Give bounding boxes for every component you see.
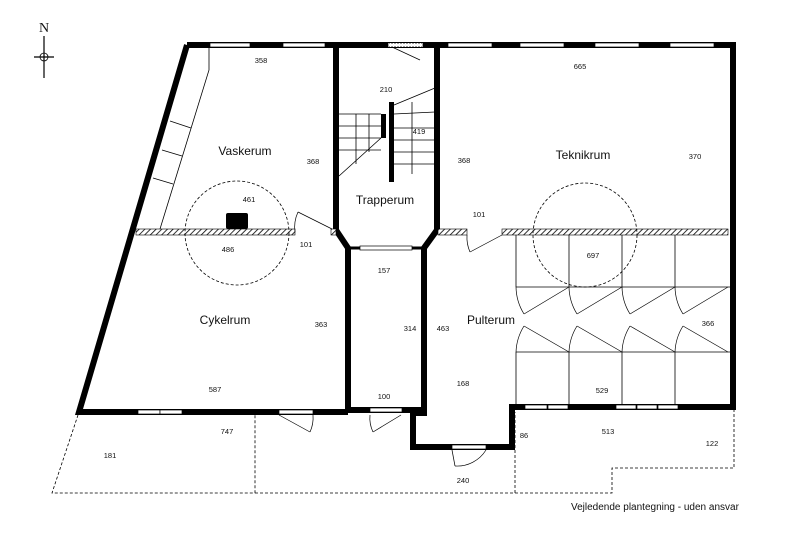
turning-circle <box>184 180 290 286</box>
dimension-label: 368 <box>307 157 320 166</box>
dimension-label: 181 <box>104 451 117 460</box>
dimension-label: 363 <box>315 320 328 329</box>
walls <box>74 42 736 450</box>
dimension-label: 168 <box>457 379 470 388</box>
dimension-label: 122 <box>706 439 719 448</box>
dimension-labels: 358 368 461 486 101 210 419 665 368 370 … <box>104 56 719 485</box>
dimension-label: 100 <box>378 392 391 401</box>
dimension-label: 210 <box>380 85 393 94</box>
storage-cages <box>515 235 730 405</box>
terrace-outline <box>51 410 735 494</box>
dimension-label: 240 <box>457 476 470 485</box>
room-label-cykelrum: Cykelrum <box>200 313 251 327</box>
dimension-label: 157 <box>378 266 391 275</box>
dimension-label: 747 <box>221 427 234 436</box>
dimension-label: 419 <box>413 127 426 136</box>
north-arrow-icon: N <box>34 21 54 78</box>
dimension-label: 368 <box>458 156 471 165</box>
dimension-label: 461 <box>243 195 256 204</box>
dimension-label: 486 <box>222 245 235 254</box>
dimension-label: 665 <box>574 62 587 71</box>
drain-icon <box>226 213 248 229</box>
room-label-pulterum: Pulterum <box>467 313 515 327</box>
dimension-label: 366 <box>702 319 715 328</box>
dimension-label: 101 <box>300 240 313 249</box>
dimension-label: 86 <box>520 431 528 440</box>
compass-label: N <box>39 21 49 36</box>
dimension-label: 513 <box>602 427 615 436</box>
dimension-label: 358 <box>255 56 268 65</box>
dimension-label: 587 <box>209 385 222 394</box>
room-label-trapperum: Trapperum <box>356 193 414 207</box>
shelving <box>152 47 210 230</box>
dimension-label: 529 <box>596 386 609 395</box>
windows <box>137 42 715 415</box>
disclaimer-caption: Vejledende plantegning - uden ansvar <box>571 502 740 513</box>
doors <box>278 46 503 467</box>
room-label-vaskerum: Vaskerum <box>218 144 271 158</box>
room-label-teknikrum: Teknikrum <box>556 148 611 162</box>
dimension-label: 314 <box>404 324 417 333</box>
dimension-label: 370 <box>689 152 702 161</box>
staircase <box>338 42 436 182</box>
dimension-label: 101 <box>473 210 486 219</box>
dimension-label: 697 <box>587 251 600 260</box>
dimension-label: 463 <box>437 324 450 333</box>
